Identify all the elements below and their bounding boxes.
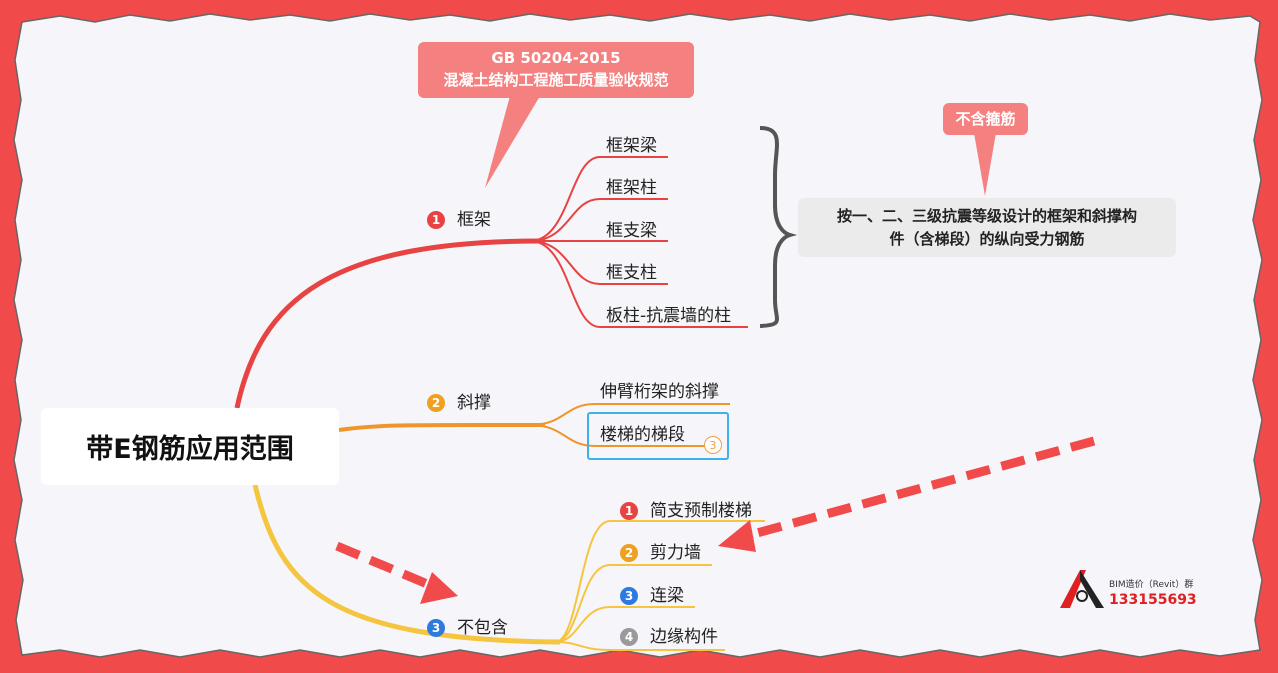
brace-sub-lines [529,403,730,447]
branch-line-exclude [252,484,561,645]
number-badge-1: 1 [427,211,445,229]
standard-code: GB 50204-2015 [491,49,621,67]
summary-note-line1: 按一、二、三级抗震等级设计的框架和斜撑构 [836,207,1137,225]
branch-exclude-label: 不包含 [457,618,508,638]
branch-frame[interactable]: 1 框架 [427,205,491,230]
brace-child-outrigger[interactable]: 伸臂桁架的斜撑 [600,382,719,402]
branch-line-brace [338,422,546,432]
frame-child-slab-column[interactable]: 板柱-抗震墙的柱 [606,306,732,326]
exclude-child-shear-wall[interactable]: 2 剪力墙 [620,538,701,563]
summary-note[interactable]: 按一、二、三级抗震等级设计的框架和斜撑构 件（含梯段）的纵向受力钢筋 [798,198,1176,257]
callout-tail-stirrup [974,133,996,196]
watermark-group-number: 133155693 [1109,592,1197,608]
exclude-sub-lines [554,520,765,651]
exclude-number-1: 1 [620,502,638,520]
exclude-child-precast-stair[interactable]: 1 简支预制楼梯 [620,496,752,521]
dashed-arrow-right [718,436,1096,552]
exclude-label-4: 边缘构件 [650,627,718,647]
frame-child-transfer-beam[interactable]: 框支梁 [606,221,657,241]
exclude-number-4: 4 [620,628,638,646]
number-badge-2: 2 [427,394,445,412]
stirrup-callout[interactable]: 不含箍筋 [943,103,1028,135]
exclude-label-3: 连梁 [650,586,684,606]
branch-line-frame [234,238,546,409]
exclude-child-coupling-beam[interactable]: 3 连梁 [620,581,684,606]
selected-node-outline[interactable] [587,412,729,460]
watermark-group-name: BIM造价（Revit）群 [1109,580,1194,590]
summary-note-line2: 件（含梯段）的纵向受力钢筋 [889,230,1085,248]
frame-child-beam[interactable]: 框架梁 [606,136,657,156]
exclude-number-2: 2 [620,544,638,562]
exclude-label-2: 剪力墙 [650,543,701,563]
curly-brace [759,126,798,328]
exclude-number-3: 3 [620,587,638,605]
exclude-label-1: 简支预制楼梯 [650,501,752,521]
root-node[interactable]: 带E钢筋应用范围 [41,408,339,485]
callout-tail-standard [485,96,540,188]
standard-name: 混凝土结构工程施工质量验收规范 [443,71,669,89]
stair-count-badge[interactable]: 3 [704,436,722,454]
frame-child-transfer-column[interactable]: 框支柱 [606,263,657,283]
number-badge-3: 3 [427,619,445,637]
branch-frame-label: 框架 [457,210,491,230]
frame-sub-lines [529,156,748,328]
watermark-logo-icon [1060,570,1104,608]
root-title: 带E钢筋应用范围 [86,434,294,465]
dashed-arrow-left [335,541,458,604]
paper-background [13,13,1263,658]
frame-child-column[interactable]: 框架柱 [606,178,657,198]
brace-child-stair-flight[interactable]: 楼梯的梯段 [600,425,685,445]
branch-brace[interactable]: 2 斜撑 [427,388,491,413]
branch-exclude[interactable]: 3 不包含 [427,613,508,638]
branch-brace-label: 斜撑 [457,393,491,413]
standard-callout[interactable]: GB 50204-2015 混凝土结构工程施工质量验收规范 [418,42,694,98]
exclude-child-boundary-element[interactable]: 4 边缘构件 [620,622,718,647]
